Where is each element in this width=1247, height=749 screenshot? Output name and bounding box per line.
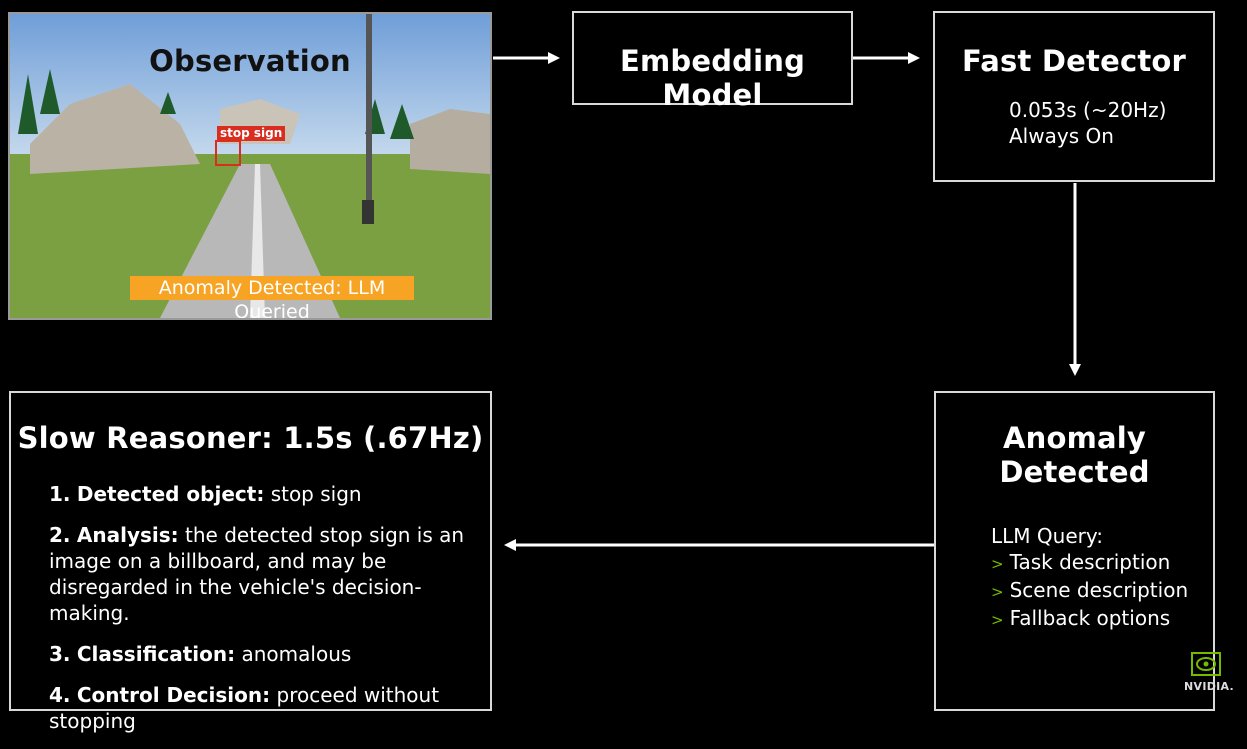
embedding-model-title: Embedding Model — [619, 44, 806, 112]
fast-detector-title: Fast Detector — [961, 44, 1187, 78]
chevron-icon: > — [991, 611, 1004, 629]
list-item: 1. Detected object: stop sign — [49, 482, 362, 506]
observation-panel: Observation stop sign Anomaly Detected: … — [8, 12, 492, 320]
anomaly-detected-title: Anomaly Detected — [999, 421, 1150, 489]
embedding-model-box: Embedding Model — [572, 11, 853, 112]
fast-detector-rate: 0.053s (~20Hz) — [1009, 98, 1167, 122]
list-item: 3. Classification: anomalous — [49, 642, 352, 666]
observation-title: Observation — [149, 44, 351, 78]
nvidia-logo-text: NVIDIA. — [1184, 680, 1235, 693]
llm-query-item: >Fallback options — [991, 606, 1171, 630]
nvidia-logo: NVIDIA. — [1184, 652, 1235, 693]
anomaly-banner: Anomaly Detected: LLM Queried — [130, 276, 414, 318]
fast-detector-box: Fast Detector 0.053s (~20Hz) Always On — [933, 11, 1215, 182]
chevron-icon: > — [991, 555, 1004, 573]
slow-reasoner-title: Slow Reasoner: 1.5s (.67Hz) — [17, 421, 484, 455]
llm-query-item: >Task description — [991, 550, 1171, 574]
fast-detector-detail: 0.053s (~20Hz) Always On — [1009, 97, 1166, 149]
llm-query: LLM Query: >Task description >Scene desc… — [991, 523, 1188, 633]
llm-query-item: >Scene description — [991, 578, 1189, 602]
list-item: 2. Analysis: the detected stop sign is a… — [49, 523, 465, 625]
fast-detector-mode: Always On — [1009, 124, 1114, 148]
llm-query-title: LLM Query: — [991, 524, 1103, 548]
anomaly-detected-box: Anomaly Detected LLM Query: >Task descri… — [934, 391, 1215, 711]
nvidia-eye-icon — [1191, 652, 1221, 676]
bbox-label: stop sign — [217, 126, 286, 141]
stop-sign-bbox — [215, 140, 241, 166]
flow-arrows — [493, 52, 1081, 551]
chevron-icon: > — [991, 583, 1004, 601]
